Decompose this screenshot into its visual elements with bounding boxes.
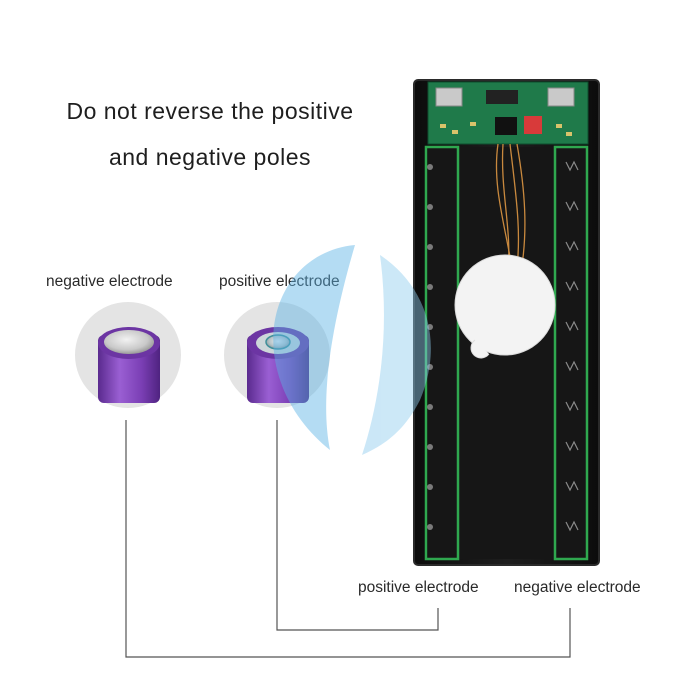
watermark-logo	[273, 245, 431, 455]
label-negative-electrode-top: negative electrode	[46, 273, 173, 290]
connector-lines	[125, 420, 571, 658]
negative-contacts	[565, 160, 579, 532]
power-bank-case	[413, 79, 600, 566]
battery-positive-end	[224, 302, 330, 408]
highlight-positive-column	[424, 145, 460, 561]
label-positive-electrode-bottom: positive electrode	[358, 579, 479, 596]
usb-port-right	[547, 87, 575, 107]
connector-negative	[125, 420, 571, 658]
headline: Do not reverse the positive and negative…	[40, 88, 380, 180]
headline-line-1: Do not reverse the positive	[66, 98, 354, 124]
chip	[495, 117, 517, 135]
red-button	[524, 116, 542, 134]
led-display	[486, 90, 518, 104]
connector-positive	[276, 420, 439, 631]
wireless-coil	[454, 254, 556, 356]
headline-line-2: and negative poles	[108, 144, 312, 170]
label-positive-electrode-top: positive electrode	[219, 273, 340, 290]
positive-contacts	[427, 164, 433, 530]
usb-port-left	[435, 87, 463, 107]
battery-negative-end	[75, 302, 181, 408]
label-negative-electrode-bottom: negative electrode	[514, 579, 641, 596]
highlight-negative-column	[553, 145, 589, 561]
